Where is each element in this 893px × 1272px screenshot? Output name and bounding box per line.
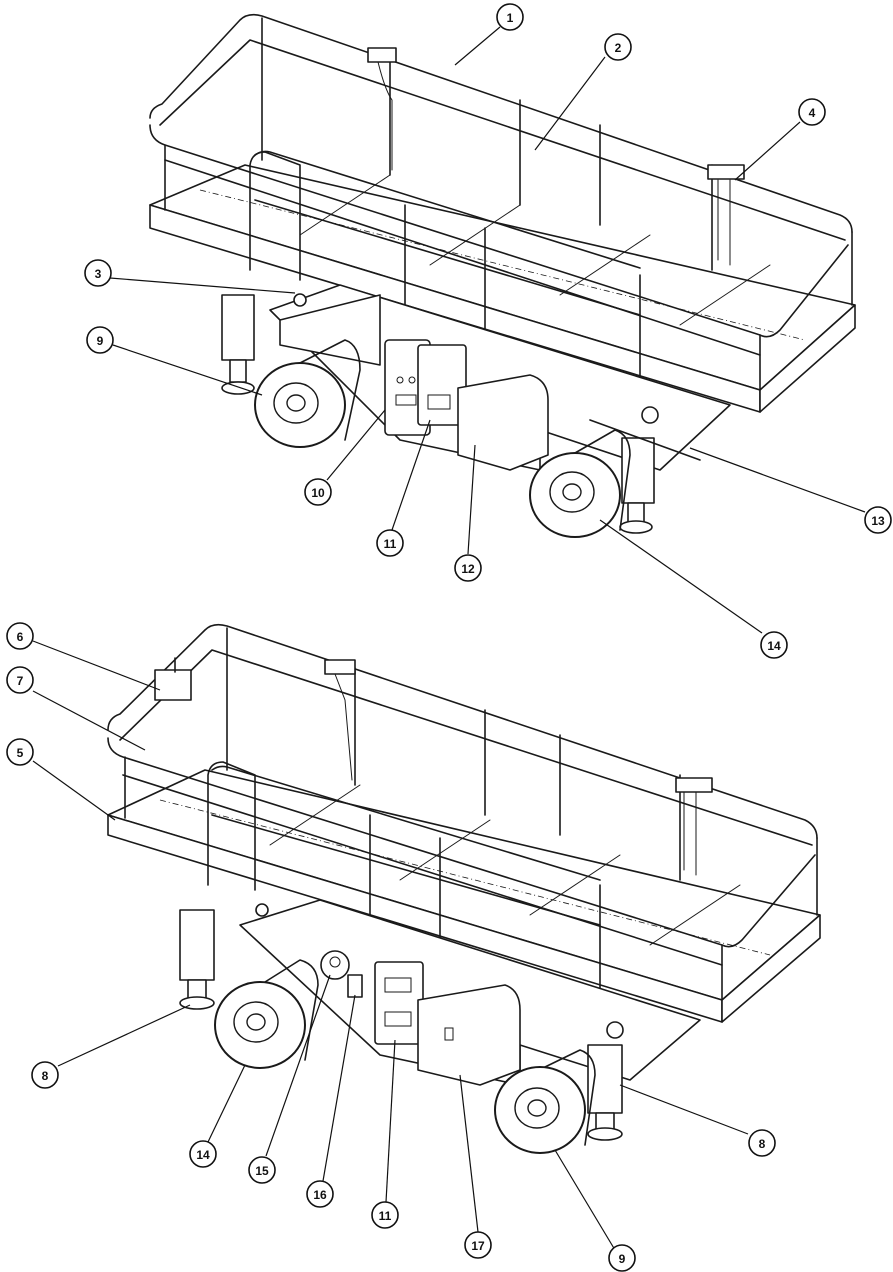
svg-text:11: 11 bbox=[379, 1209, 392, 1223]
svg-text:5: 5 bbox=[17, 746, 24, 760]
top-wheel-rear bbox=[254, 339, 361, 448]
callout-9-top: 9 bbox=[86, 326, 114, 354]
svg-text:14: 14 bbox=[767, 639, 781, 653]
bottom-beacon bbox=[320, 950, 350, 980]
bottom-manual-holder-left bbox=[324, 659, 356, 675]
bottom-outrigger-right bbox=[587, 1044, 623, 1114]
callout-13: 13 bbox=[864, 506, 892, 534]
bottom-wheel-front bbox=[494, 1049, 596, 1154]
callout-17: 17 bbox=[464, 1231, 492, 1259]
top-lift-drawing bbox=[149, 13, 856, 538]
top-outrigger-right bbox=[621, 437, 655, 504]
svg-text:4: 4 bbox=[809, 106, 816, 120]
svg-text:14: 14 bbox=[196, 1148, 210, 1162]
top-wheel-front bbox=[529, 429, 631, 538]
svg-text:11: 11 bbox=[384, 537, 397, 551]
bottom-manual-holder-right bbox=[675, 777, 713, 793]
svg-text:15: 15 bbox=[255, 1164, 269, 1178]
callout-8-left: 8 bbox=[31, 1061, 59, 1089]
svg-text:8: 8 bbox=[759, 1137, 766, 1151]
callout-3: 3 bbox=[84, 259, 112, 287]
svg-text:17: 17 bbox=[471, 1239, 485, 1253]
svg-text:3: 3 bbox=[95, 267, 102, 281]
callout-6: 6 bbox=[6, 622, 34, 650]
callout-15: 15 bbox=[248, 1156, 276, 1184]
bottom-outrigger-left bbox=[179, 909, 215, 981]
callouts: 1 2 3 4 9 10 11 12 13 14 6 7 5 8 14 15 1… bbox=[6, 3, 892, 1272]
bottom-wheel-rear bbox=[214, 959, 319, 1069]
svg-text:12: 12 bbox=[461, 562, 475, 576]
svg-text:16: 16 bbox=[313, 1188, 327, 1202]
svg-text:9: 9 bbox=[619, 1252, 626, 1266]
svg-text:8: 8 bbox=[42, 1069, 49, 1083]
svg-text:7: 7 bbox=[17, 674, 24, 688]
callout-14-bottom: 14 bbox=[189, 1140, 217, 1168]
callout-10: 10 bbox=[304, 478, 332, 506]
callout-2: 2 bbox=[604, 33, 632, 61]
callout-4: 4 bbox=[798, 98, 826, 126]
callout-7: 7 bbox=[6, 666, 34, 694]
leader-lines bbox=[32, 26, 866, 1256]
svg-text:2: 2 bbox=[615, 41, 622, 55]
callout-14-top: 14 bbox=[760, 631, 788, 659]
svg-text:9: 9 bbox=[97, 334, 104, 348]
top-manual-holder-left bbox=[367, 47, 397, 63]
callout-11-bottom: 11 bbox=[371, 1201, 399, 1229]
callout-12: 12 bbox=[454, 554, 482, 582]
top-outrigger-left bbox=[221, 294, 255, 361]
callout-1: 1 bbox=[496, 3, 524, 31]
bottom-battery-tray bbox=[374, 961, 424, 1045]
bottom-hydraulic-cover bbox=[417, 984, 521, 1086]
callout-16: 16 bbox=[306, 1180, 334, 1208]
bottom-lift-drawing bbox=[107, 623, 821, 1154]
callout-9-bottom: 9 bbox=[608, 1244, 636, 1272]
svg-text:13: 13 bbox=[871, 514, 885, 528]
callout-5: 5 bbox=[6, 738, 34, 766]
top-battery-tray bbox=[417, 344, 467, 426]
bottom-manual-box-corner bbox=[154, 669, 192, 701]
callout-11-top: 11 bbox=[376, 529, 404, 557]
callout-8-right: 8 bbox=[748, 1129, 776, 1157]
top-hydraulic-cover bbox=[457, 374, 549, 471]
svg-text:1: 1 bbox=[507, 11, 514, 25]
svg-text:10: 10 bbox=[311, 486, 325, 500]
svg-text:6: 6 bbox=[17, 630, 24, 644]
bottom-emergency-lowering bbox=[347, 974, 363, 998]
